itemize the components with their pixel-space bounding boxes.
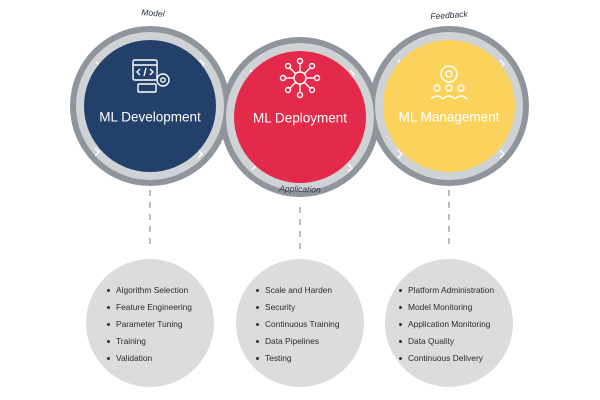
circle-development bbox=[84, 40, 216, 172]
list-item: Parameter Tuning bbox=[107, 316, 192, 333]
list-item: Data Quality bbox=[399, 333, 494, 350]
stage-title-development: ML Development bbox=[99, 109, 201, 125]
list-item: Model Monitoring bbox=[399, 299, 494, 316]
ring-label-model: Model bbox=[141, 7, 165, 19]
list-item: Application Monitoring bbox=[399, 316, 494, 333]
network-hub-icon bbox=[279, 57, 321, 99]
list-item: Algorithm Selection bbox=[107, 282, 192, 299]
list-item: Validation bbox=[107, 350, 192, 367]
task-list-deployment: Scale and Harden Security Continuous Tra… bbox=[256, 282, 340, 367]
code-gear-icon bbox=[132, 59, 170, 93]
list-item: Training bbox=[107, 333, 192, 350]
circle-deployment bbox=[234, 51, 366, 183]
team-gear-icon bbox=[430, 65, 468, 100]
list-item: Testing bbox=[256, 350, 340, 367]
list-item: Continuous Training bbox=[256, 316, 340, 333]
task-list-development: Algorithm Selection Feature Engineering … bbox=[107, 282, 192, 367]
panel-deployment bbox=[236, 259, 364, 387]
panel-management bbox=[385, 259, 513, 387]
circle-management bbox=[383, 40, 515, 172]
list-item: Continuous Delivery bbox=[399, 350, 494, 367]
list-item: Platform Administration bbox=[399, 282, 494, 299]
ring-label-application: Application bbox=[279, 183, 321, 195]
stage-title-management: ML Management bbox=[398, 109, 500, 125]
list-item: Data Pipelines bbox=[256, 333, 340, 350]
panel-development bbox=[86, 259, 214, 387]
stage-title-deployment: ML Deployment bbox=[252, 110, 348, 126]
list-item: Feature Engineering bbox=[107, 299, 192, 316]
list-item: Scale and Harden bbox=[256, 282, 340, 299]
task-list-management: Platform Administration Model Monitoring… bbox=[399, 282, 494, 367]
list-item: Security bbox=[256, 299, 340, 316]
